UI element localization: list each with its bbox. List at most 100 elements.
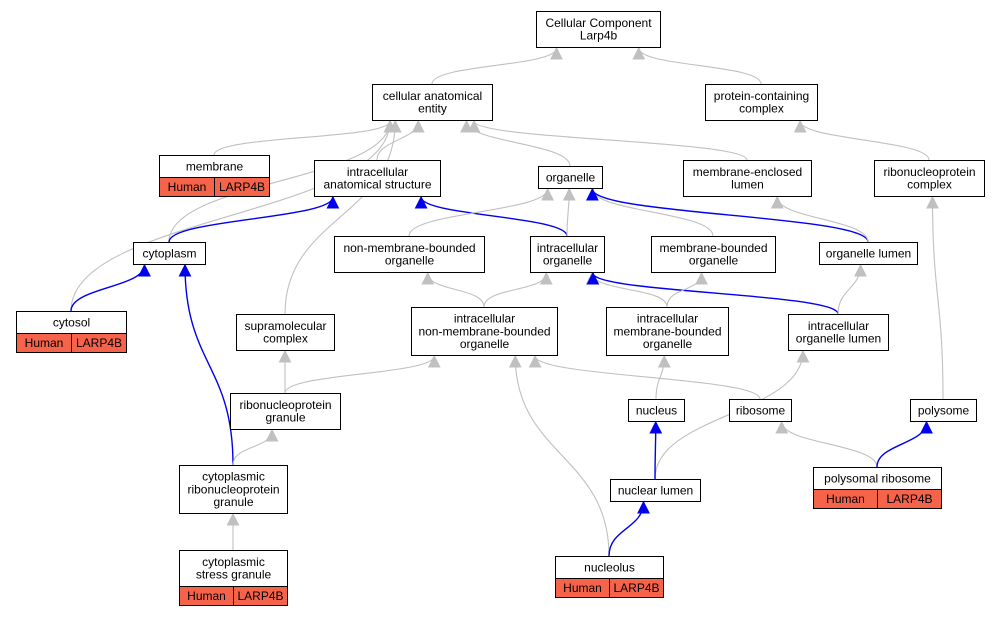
node-label-line: nucleolus: [584, 560, 635, 574]
node-label-line: organelle: [689, 254, 739, 268]
gene-cell: [214, 177, 270, 197]
node-label-line: anatomical structure: [323, 178, 431, 192]
node-label-line: nucleus: [636, 403, 677, 417]
node-label-line: membrane: [186, 159, 244, 173]
edge-supra-to-cae: [284, 119, 402, 315]
node-label-line: lumen: [731, 178, 764, 192]
node-label-line: membrane-enclosed: [693, 165, 802, 179]
node-label-line: polysome: [918, 403, 970, 417]
gene-label: LARP4B: [237, 589, 283, 603]
node-label-line: cytosol: [53, 315, 90, 329]
edge-nmbo-to-organelle: [408, 187, 555, 237]
node-nucleus[interactable]: nucleus: [628, 399, 685, 422]
edge-olumen-to-organelle: [586, 187, 869, 243]
edge-imbo-to-io: [585, 271, 668, 308]
node-box: [334, 236, 485, 273]
node-label-line: organelle lumen: [826, 246, 911, 260]
edge-inmbo-to-io: [483, 271, 553, 308]
node-box: [788, 314, 889, 351]
node-box: [530, 236, 605, 273]
node-organelle[interactable]: organelle: [538, 166, 603, 189]
node-label-line: intracellular: [537, 241, 598, 255]
node-label-line: cytoplasmic: [202, 470, 265, 484]
node-olumen[interactable]: organelle lumen: [819, 242, 918, 265]
node-box: [536, 11, 661, 48]
species-label: Human: [563, 581, 602, 595]
node-cytoplasm[interactable]: cytoplasm: [133, 242, 206, 265]
edge-rnpg-to-inmbo: [284, 354, 441, 394]
node-label-line: Cellular Component: [545, 16, 652, 30]
node-label-line: ribonucleoprotein: [239, 398, 331, 412]
node-box: [729, 399, 792, 422]
node-label-line: granule: [213, 495, 253, 509]
edge-cytoplasm-to-cae: [168, 119, 397, 243]
node-label-line: ribonucleoprotein: [187, 482, 279, 496]
node-label-line: Larp4b: [580, 29, 618, 43]
node-label-line: complex: [263, 332, 308, 346]
node-box: [651, 236, 776, 273]
node-label-line: complex: [739, 102, 784, 116]
node-polysome[interactable]: polysome: [910, 399, 977, 422]
node-label-line: polysomal ribosome: [824, 471, 931, 485]
node-label-line: stress granule: [196, 568, 272, 582]
edge-nucleolus-to-nlumen: [608, 500, 650, 557]
edge-polrib-to-ribosome: [775, 420, 878, 468]
node-label-line: ribosome: [736, 403, 786, 417]
node-label-line: nuclear lumen: [618, 483, 693, 497]
node-nlumen[interactable]: nuclear lumen: [610, 479, 701, 502]
node-label-line: intracellular: [637, 312, 698, 326]
node-box: [179, 550, 288, 587]
node-box: [606, 307, 729, 356]
gene-cell: [609, 578, 664, 598]
edge-nlumen-to-nucleus: [649, 420, 663, 480]
edge-cytosol-to-cae: [70, 119, 397, 312]
edge-membrane-to-cae: [213, 119, 397, 156]
node-label-line: organelle: [460, 337, 510, 351]
node-label-line: organelle lumen: [796, 332, 881, 346]
node-label-line: complex: [907, 178, 952, 192]
gene-cell: [233, 586, 288, 606]
node-ribosome[interactable]: ribosome: [729, 399, 792, 422]
gene-label: LARP4B: [613, 581, 659, 595]
node-label-line: cellular anatomical: [383, 89, 482, 103]
edge-organelle-to-cae: [460, 119, 571, 167]
node-label-line: organelle: [385, 254, 435, 268]
edge-iol-to-io: [586, 271, 839, 315]
edge-polrib-to-polysome: [876, 420, 933, 468]
node-label-line: intracellular: [347, 165, 408, 179]
node-box: [230, 393, 341, 430]
edge-nucleolus-to-inmbo: [508, 354, 610, 557]
edge-cae-to-root: [431, 46, 563, 85]
node-label-line: granule: [265, 411, 305, 425]
node-box: [236, 314, 335, 351]
node-box: [610, 479, 701, 502]
node-box: [683, 160, 812, 197]
node-box: [179, 465, 288, 514]
node-box: [874, 160, 985, 197]
edge-mel-to-cae: [467, 119, 748, 161]
edge-imbo-to-mbo: [666, 271, 708, 308]
node-label-line: membrane-bounded: [659, 241, 767, 255]
gene-label: LARP4B: [886, 492, 932, 506]
node-box: [910, 399, 977, 422]
node-inmbo[interactable]: intracellularnon-membrane-boundedorganel…: [411, 307, 558, 356]
